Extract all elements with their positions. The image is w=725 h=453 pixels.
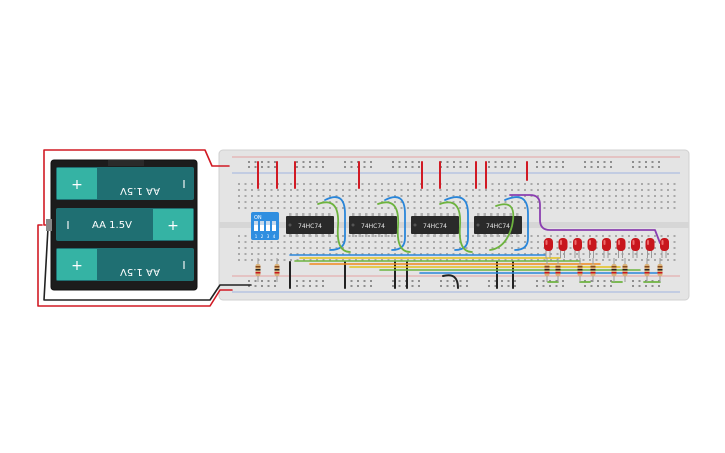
resistor — [657, 258, 663, 282]
led — [631, 238, 640, 258]
led — [616, 238, 626, 258]
ic-chip: 74HC74 — [286, 213, 334, 237]
minus-symbol: I — [182, 259, 185, 272]
ic-chip: 74HC74 — [411, 213, 459, 237]
ic-chip: 74HC74 — [349, 213, 397, 237]
wire-red-battery-plus — [43, 149, 230, 226]
ic-chip: 74HC74 — [474, 213, 522, 237]
wire-red-battery-return — [37, 224, 233, 307]
breadboard-holes — [238, 161, 676, 287]
resistor — [555, 258, 561, 282]
dip-switch-label: ON — [254, 215, 262, 221]
resistor — [274, 258, 280, 282]
ic-chip-label: 74HC74 — [486, 223, 510, 230]
minus-symbol: I — [182, 178, 185, 191]
led — [645, 238, 655, 258]
led — [602, 238, 611, 258]
resistors — [255, 258, 663, 282]
led — [587, 238, 597, 258]
leds — [544, 238, 669, 258]
plus-symbol: + — [71, 177, 83, 193]
resistor — [644, 258, 650, 282]
dip-switch-number: 2 — [261, 234, 264, 239]
wire-black-battery-minus — [43, 227, 252, 301]
battery-cell-3: + I AA 1.5V — [56, 248, 194, 281]
resistor — [544, 258, 550, 282]
dip-toggle[interactable] — [260, 221, 264, 231]
led — [558, 238, 568, 258]
battery-cell-2: I + AA 1.5V — [56, 208, 194, 241]
battery-cell-1: + I AA 1.5V — [56, 167, 194, 200]
battery-pack[interactable]: + I AA 1.5V I + AA 1.5V + I AA 1.5V — [46, 159, 198, 291]
battery-cell-label: AA 1.5V — [92, 220, 132, 231]
resistor — [622, 258, 628, 282]
battery-cell-label: AA 1.5V — [120, 185, 160, 196]
dip-switch-number: 1 — [255, 234, 258, 239]
resistor — [255, 258, 261, 282]
resistor — [577, 258, 583, 282]
ic-chip-label: 74HC74 — [361, 223, 385, 230]
dip-toggle[interactable] — [272, 221, 276, 231]
ic-chip-label: 74HC74 — [423, 223, 447, 230]
battery-cell-label: AA 1.5V — [120, 266, 160, 277]
led — [573, 238, 582, 258]
ic-chip-label: 74HC74 — [298, 223, 322, 230]
dip-toggle[interactable] — [266, 221, 270, 231]
plus-symbol: + — [167, 218, 179, 234]
ic-chips: 74HC74 74HC74 74HC74 74HC74 — [286, 213, 522, 237]
dip-toggle[interactable] — [254, 221, 258, 231]
wires — [37, 149, 661, 307]
resistor — [611, 258, 617, 282]
led — [660, 238, 669, 258]
dip-switch-number: 3 — [267, 234, 270, 239]
led — [544, 238, 553, 258]
dip-switch-number: 4 — [273, 234, 276, 239]
resistor — [590, 258, 596, 282]
plus-symbol: + — [71, 258, 83, 274]
minus-symbol: I — [66, 219, 69, 232]
